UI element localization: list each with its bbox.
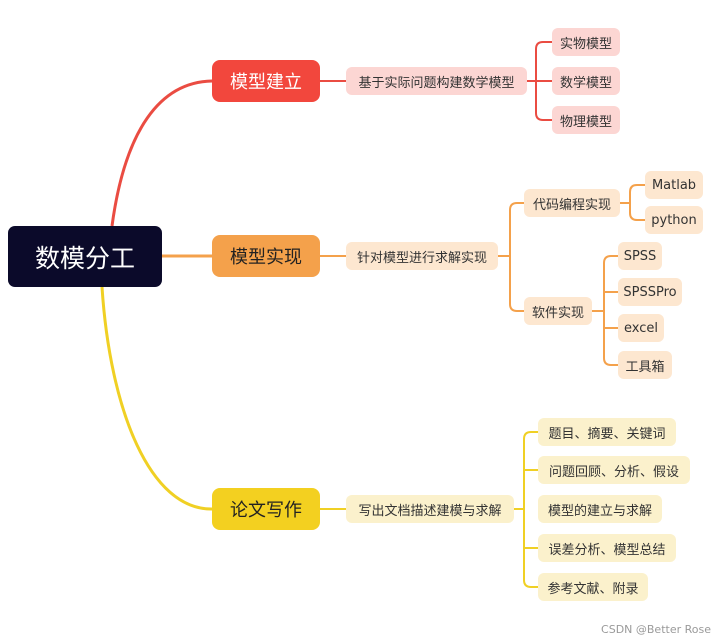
node-modeling-detail[interactable]: 基于实际问题构建数学模型 bbox=[346, 67, 527, 95]
node-software-implementation[interactable]: 软件实现 bbox=[524, 297, 592, 325]
node-python[interactable]: python bbox=[645, 206, 703, 234]
bracket-code bbox=[620, 184, 645, 221]
node-matlab[interactable]: Matlab bbox=[645, 171, 703, 199]
connector-root-to-writing bbox=[100, 286, 213, 511]
node-implementation[interactable]: 模型实现 bbox=[212, 235, 320, 277]
node-error-analysis[interactable]: 误差分析、模型总结 bbox=[538, 534, 676, 562]
node-physical-model[interactable]: 实物模型 bbox=[552, 28, 620, 56]
node-implementation-detail[interactable]: 针对模型进行求解实现 bbox=[346, 242, 498, 270]
connector-root-to-modeling bbox=[110, 79, 213, 227]
node-references[interactable]: 参考文献、附录 bbox=[538, 573, 648, 601]
node-physics-model[interactable]: 物理模型 bbox=[552, 106, 620, 134]
bracket-modeling bbox=[527, 41, 552, 121]
node-excel[interactable]: excel bbox=[618, 314, 664, 342]
node-math-model[interactable]: 数学模型 bbox=[552, 67, 620, 95]
node-title-abstract[interactable]: 题目、摘要、关键词 bbox=[538, 418, 676, 446]
node-writing-detail[interactable]: 写出文档描述建模与求解 bbox=[346, 495, 514, 523]
watermark: CSDN @Better Rose bbox=[601, 623, 711, 636]
node-code-implementation[interactable]: 代码编程实现 bbox=[524, 189, 620, 217]
root-node[interactable]: 数模分工 bbox=[8, 226, 162, 287]
node-writing[interactable]: 论文写作 bbox=[212, 488, 320, 530]
node-spss[interactable]: SPSS bbox=[618, 242, 662, 270]
node-model-solving[interactable]: 模型的建立与求解 bbox=[538, 495, 662, 523]
node-toolbox[interactable]: 工具箱 bbox=[618, 351, 672, 379]
bracket-writing bbox=[514, 431, 538, 588]
node-problem-review[interactable]: 问题回顾、分析、假设 bbox=[538, 456, 690, 484]
bracket-implementation bbox=[498, 202, 524, 312]
bracket-software bbox=[592, 255, 618, 366]
node-modeling[interactable]: 模型建立 bbox=[212, 60, 320, 102]
node-spsspro[interactable]: SPSSPro bbox=[618, 278, 682, 306]
